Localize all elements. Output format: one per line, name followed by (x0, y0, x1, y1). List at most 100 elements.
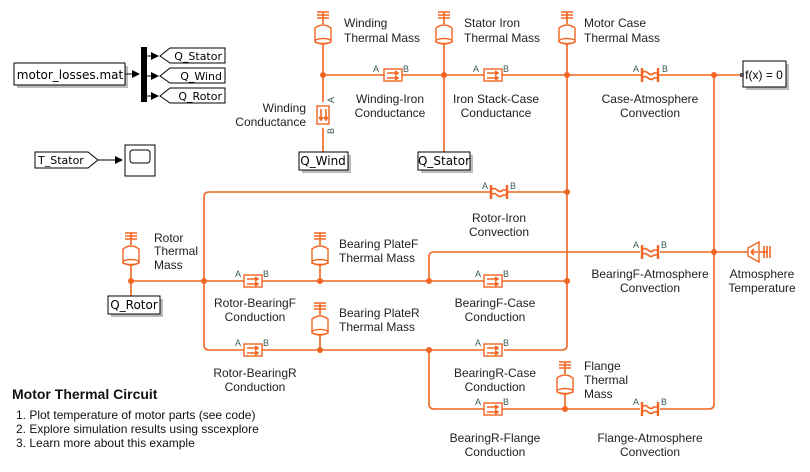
bearing-plate-r-thermal-mass[interactable]: Bearing PlateR Thermal Mass (311, 302, 420, 336)
flange-atmosphere-label-2: Convection (620, 445, 680, 459)
conduction-icon (483, 343, 503, 357)
motor-case-mass-label-2: Thermal Mass (584, 31, 660, 45)
from-t-stator[interactable]: T_Stator (34, 151, 99, 169)
from-file-label: motor_losses.mat (17, 68, 124, 82)
bearing-f-atmosphere-convection[interactable]: A B BearingF-Atmosphere Convection (591, 240, 709, 295)
bearing-r-case-conduction[interactable]: A B BearingR-Case Conduction (454, 338, 536, 394)
goto-q-rotor[interactable]: Q_Rotor (159, 87, 226, 104)
stator-iron-mass-label-2: Thermal Mass (464, 31, 540, 45)
port-a-label: A (373, 64, 379, 74)
motor-case-thermal-mass[interactable]: Motor Case Thermal Mass (558, 11, 660, 45)
goto-q-rotor-label: Q_Rotor (178, 90, 222, 103)
winding-thermal-mass[interactable]: Winding Thermal Mass (314, 11, 420, 45)
atmosphere-temp-label-2: Temperature (728, 281, 796, 295)
rotor-bearing-f-label-2: Conduction (225, 310, 286, 324)
winding-mass-label-1: Winding (344, 16, 387, 30)
convection-icon (489, 185, 509, 199)
case-atmosphere-label-1: Case-Atmosphere (602, 92, 699, 106)
port-b-label: B (503, 64, 509, 74)
bearing-r-case-label-2: Conduction (465, 380, 526, 394)
port-b-label: B (510, 181, 516, 191)
from-q-wind[interactable]: Q_Wind (298, 151, 351, 173)
annotation-link-learn-more[interactable]: 3. Learn more about this example (16, 436, 195, 450)
goto-q-stator[interactable]: Q_Stator (159, 47, 226, 64)
rotor-bearing-r-conduction[interactable]: A B Rotor-BearingR Conduction (213, 338, 297, 394)
bearing-plate-r-label-2: Thermal Mass (339, 320, 415, 334)
annotation-link-plot[interactable]: 1. Plot temperature of motor parts (see … (16, 408, 256, 422)
winding-conductance-label-2: Conductance (235, 115, 306, 129)
port-a-label: A (235, 338, 241, 348)
rotor-bearing-f-conduction[interactable]: A B Rotor-BearingF Conduction (214, 269, 296, 324)
port-b-label: B (263, 338, 269, 348)
rotor-bearing-r-label-2: Conduction (225, 380, 286, 394)
bearing-f-case-label-2: Conduction (465, 310, 526, 324)
rotor-iron-label-1: Rotor-Iron (472, 211, 526, 225)
port-a-label: A (482, 181, 488, 191)
solver-configuration-block[interactable]: f(x) = 0 (740, 60, 789, 90)
rotor-thermal-mass[interactable]: Rotor Thermal Mass (122, 231, 198, 272)
stator-iron-thermal-mass[interactable]: Stator Iron Thermal Mass (435, 11, 540, 45)
goto-q-stator-label: Q_Stator (174, 50, 222, 63)
rotor-bearing-f-label-1: Rotor-BearingF (214, 296, 296, 310)
atmosphere-temperature-source[interactable]: Atmosphere Temperature (728, 240, 796, 295)
bearing-f-atmosphere-label-1: BearingF-Atmosphere (591, 267, 709, 281)
goto-q-wind-label: Q_Wind (180, 70, 222, 83)
flange-atmosphere-convection[interactable]: A B Flange-Atmosphere Convection (597, 397, 703, 459)
temperature-source-icon (747, 240, 771, 264)
from-q-stator[interactable]: Q_Stator (417, 151, 473, 173)
goto-q-wind[interactable]: Q_Wind (159, 67, 226, 84)
from-q-rotor-label: Q_Rotor (110, 298, 158, 312)
winding-conductance-label-1: Winding (263, 101, 306, 115)
thermal-mass-icon (435, 11, 453, 45)
iron-stack-case-label-2: Conductance (461, 106, 532, 120)
port-b-label: B (503, 397, 509, 407)
scope-icon (129, 149, 151, 164)
bearing-plate-f-label-2: Thermal Mass (339, 251, 415, 265)
case-atmosphere-convection[interactable]: A B Case-Atmosphere Convection (602, 64, 699, 120)
thermal-mass-icon (558, 11, 576, 45)
bearing-r-flange-conduction[interactable]: A B BearingR-Flange Conduction (450, 397, 541, 459)
conduction-icon (483, 402, 503, 416)
rotor-mass-label-3: Mass (154, 258, 183, 272)
bearing-f-case-conduction[interactable]: A B BearingF-Case Conduction (455, 269, 536, 324)
conduction-icon (383, 68, 403, 82)
port-b-label: B (503, 269, 509, 279)
annotation-link-sscexplore[interactable]: 2. Explore simulation results using ssce… (16, 422, 259, 436)
flange-atmosphere-label-1: Flange-Atmosphere (597, 431, 703, 445)
winding-conductance[interactable]: A B Winding Conductance (235, 97, 336, 134)
port-a-label: A (475, 397, 481, 407)
atmosphere-temp-label-1: Atmosphere (730, 267, 795, 281)
convection-icon (640, 68, 660, 82)
iron-stack-case-conductance[interactable]: A B Iron Stack-Case Conductance (453, 64, 539, 120)
thermal-mass-icon (311, 302, 329, 336)
flange-mass-label-3: Mass (584, 387, 613, 401)
winding-iron-conductance[interactable]: A B Winding-Iron Conductance (355, 64, 426, 120)
port-a-label: A (473, 64, 479, 74)
from-t-stator-label: T_Stator (37, 154, 84, 167)
scope-block[interactable] (124, 144, 156, 177)
demux-block[interactable] (141, 47, 147, 102)
iron-stack-case-label-1: Iron Stack-Case (453, 92, 539, 106)
bearing-f-case-label-1: BearingF-Case (455, 296, 536, 310)
port-b-label: B (661, 240, 667, 250)
from-file-block[interactable]: motor_losses.mat (13, 62, 128, 88)
bearing-plate-f-label-1: Bearing PlateF (339, 237, 418, 251)
port-b-label: B (503, 338, 509, 348)
annotation-title: Motor Thermal Circuit (12, 386, 158, 402)
from-q-rotor[interactable]: Q_Rotor (107, 295, 163, 317)
convection-icon (640, 402, 660, 416)
solver-label: f(x) = 0 (745, 68, 783, 82)
bearing-r-flange-label-2: Conduction (465, 445, 526, 459)
flange-thermal-mass[interactable]: Flange Thermal Mass (556, 359, 628, 401)
winding-mass-label-2: Thermal Mass (344, 31, 420, 45)
rotor-mass-label-1: Rotor (154, 231, 183, 245)
thermal-mass-icon (314, 11, 332, 45)
port-b-label: B (661, 397, 667, 407)
case-atmosphere-label-2: Convection (620, 106, 680, 120)
bearing-plate-f-thermal-mass[interactable]: Bearing PlateF Thermal Mass (311, 232, 418, 266)
motor-case-mass-label-1: Motor Case (584, 16, 646, 30)
rotor-iron-convection[interactable]: A B Rotor-Iron Convection (469, 181, 529, 239)
conduction-icon (243, 343, 263, 357)
flange-mass-label-2: Thermal (584, 373, 628, 387)
